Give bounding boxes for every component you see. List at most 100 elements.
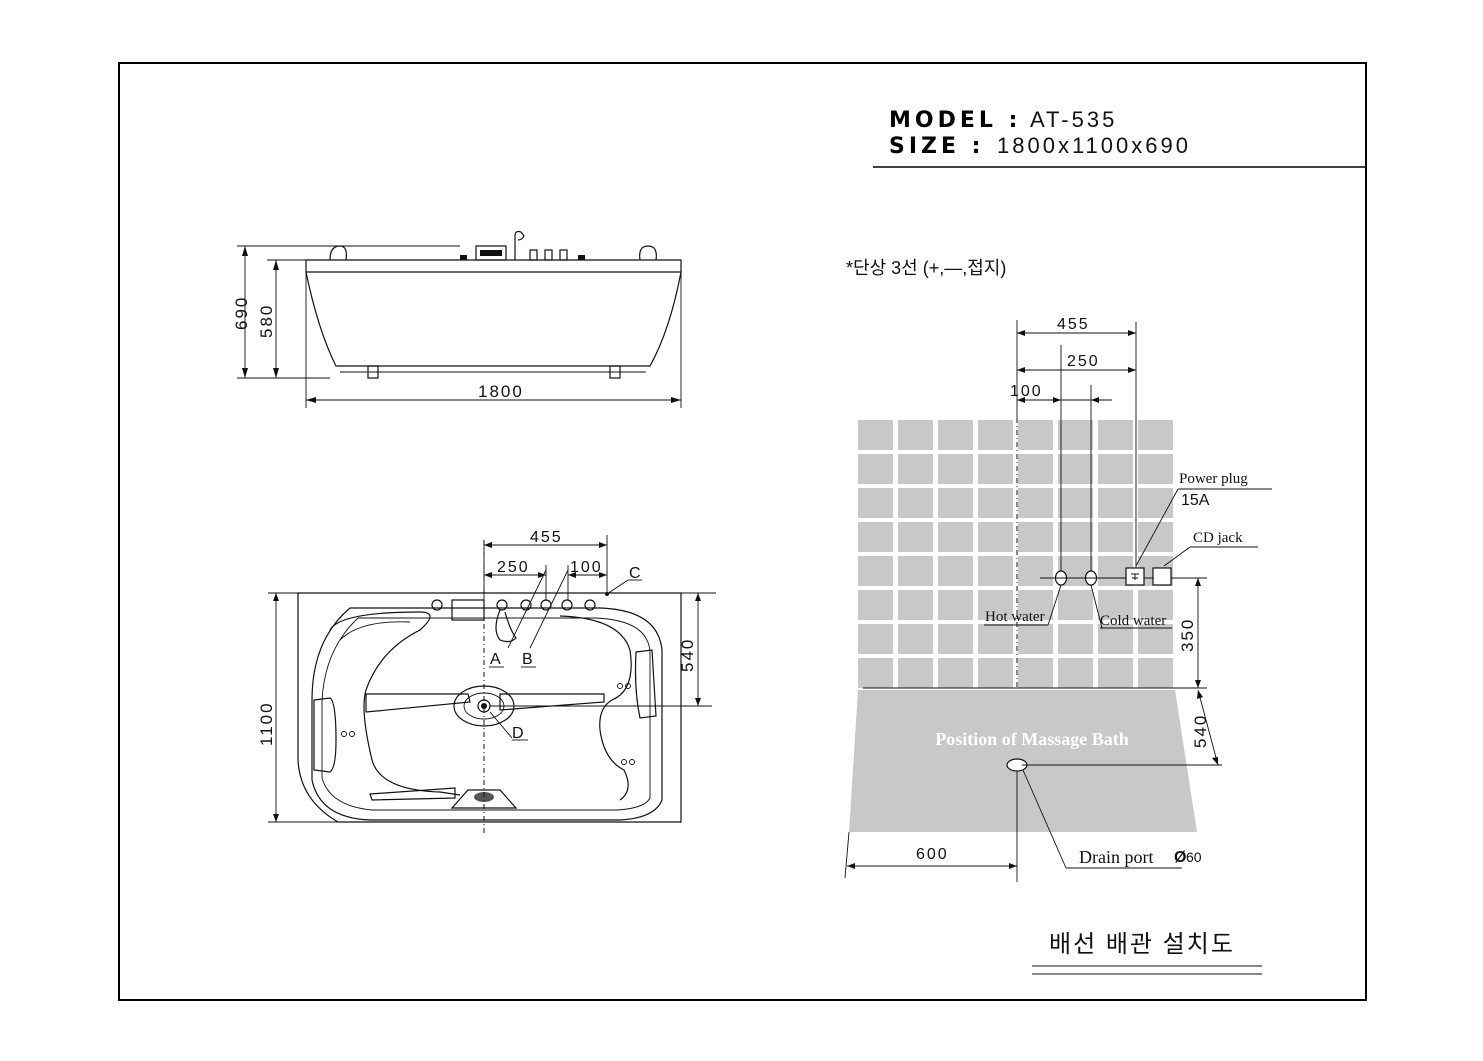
fitting-3 (561, 599, 573, 611)
wall-tile (1018, 522, 1053, 552)
wall-tile (858, 488, 893, 518)
wall-tile (898, 556, 933, 586)
seat-contour-left (329, 611, 461, 796)
wall-tile (938, 488, 973, 518)
side-view: 690 580 1800 (232, 230, 682, 408)
size-value: 1800x1100x690 (997, 133, 1191, 158)
dim-455-top: 455 (530, 529, 563, 546)
power-note: *단상 3선 (+,—,접지) (846, 258, 1006, 278)
dim-1100: 1100 (257, 701, 276, 746)
dim-600: 600 (916, 846, 949, 863)
wall-tile (898, 590, 933, 620)
wall-tile (1018, 658, 1053, 688)
wall-tile (1058, 420, 1093, 450)
wall-tile (1018, 454, 1053, 484)
diameter-symbol: Ø (1174, 849, 1186, 866)
control-box (475, 245, 507, 261)
wall-tile (978, 488, 1013, 518)
wall-tile (858, 420, 893, 450)
wall-tile (978, 522, 1013, 552)
cd-jack-label: CD jack (1193, 530, 1243, 546)
tub-top-basin (311, 607, 663, 821)
wall-tile (938, 658, 973, 688)
dim-350: 350 (1178, 618, 1197, 652)
wall-tile (938, 454, 973, 484)
cd-jack-box (1152, 567, 1172, 586)
plug-icon (1131, 573, 1139, 580)
wall-tile (898, 658, 933, 688)
dim-540-install: 540 (1191, 714, 1210, 748)
wall-tile (1098, 590, 1133, 620)
label-b: B (522, 651, 533, 668)
fitting-4 (584, 599, 596, 611)
wall-tile (938, 590, 973, 620)
wall-tile (1138, 658, 1173, 688)
wall-tile (1058, 590, 1093, 620)
tile-wall (858, 420, 1173, 688)
model-label: MODEL : (889, 108, 1021, 133)
wall-tile (898, 522, 933, 552)
wall-tile (1138, 488, 1173, 518)
drain-size: 60 (1186, 849, 1202, 865)
wall-tile (1138, 624, 1173, 654)
wall-tile (1138, 522, 1173, 552)
wall-tile (1058, 454, 1093, 484)
headrest-left (329, 245, 347, 261)
wall-tile (1018, 488, 1053, 518)
wall-tile (858, 522, 893, 552)
hot-water-label: Hot water (985, 609, 1045, 625)
position-label: Position of Massage Bath (935, 729, 1129, 749)
dim-100-top: 100 (570, 559, 603, 576)
knob-1 (529, 249, 538, 261)
label-c: C (629, 565, 641, 582)
wall-tile (978, 658, 1013, 688)
wall-tile (1058, 522, 1093, 552)
dim-540-top: 540 (678, 638, 697, 672)
wall-tile (1138, 420, 1173, 450)
dim-1800: 1800 (478, 382, 524, 401)
wall-tile (898, 454, 933, 484)
wall-tile (1058, 624, 1093, 654)
wall-tile (978, 556, 1013, 586)
seat-contour-right (559, 615, 632, 801)
shower-head-icon (514, 230, 525, 260)
wall-tile (978, 420, 1013, 450)
cold-water-label: Cold water (1100, 613, 1166, 629)
tub-side-shell (305, 271, 682, 367)
drain-port-label: Drain port (1079, 847, 1153, 867)
wall-tile (1098, 522, 1133, 552)
knob-2 (544, 249, 553, 261)
wall-tile (898, 624, 933, 654)
dim-690: 690 (232, 296, 251, 330)
knob-3 (559, 249, 568, 261)
tub-top-outline (297, 592, 682, 823)
title-block: MODEL : AT-535 SIZE : 1800x1100x690 (873, 107, 1366, 168)
sheet-border (118, 62, 1367, 1001)
drawing-title: 배선 배관 설치도 (1032, 931, 1262, 975)
dim-100-install: 100 (1010, 383, 1043, 400)
wall-tile (1138, 454, 1173, 484)
dim-250-install: 250 (1067, 353, 1100, 370)
wall-tile (858, 454, 893, 484)
wall-tile (858, 556, 893, 586)
model-value: AT-535 (1030, 107, 1117, 132)
wall-tile (858, 658, 893, 688)
wall-tile (938, 624, 973, 654)
tub-side-body (305, 259, 682, 273)
wall-tile (938, 420, 973, 450)
wall-tile (1098, 420, 1133, 450)
power-plug-label: Power plug (1179, 471, 1248, 487)
wall-tile (898, 420, 933, 450)
pillow-left (313, 697, 337, 773)
wall-tile (1098, 624, 1133, 654)
fitting-a (520, 599, 532, 611)
wall-tile (1098, 454, 1133, 484)
dim-250-top: 250 (497, 559, 530, 576)
dim-455-install: 455 (1057, 316, 1090, 333)
wall-tile (1018, 624, 1053, 654)
wall-tile (1098, 488, 1133, 518)
control-panel (451, 599, 485, 621)
wall-tile (978, 454, 1013, 484)
pillow-right (634, 649, 657, 719)
